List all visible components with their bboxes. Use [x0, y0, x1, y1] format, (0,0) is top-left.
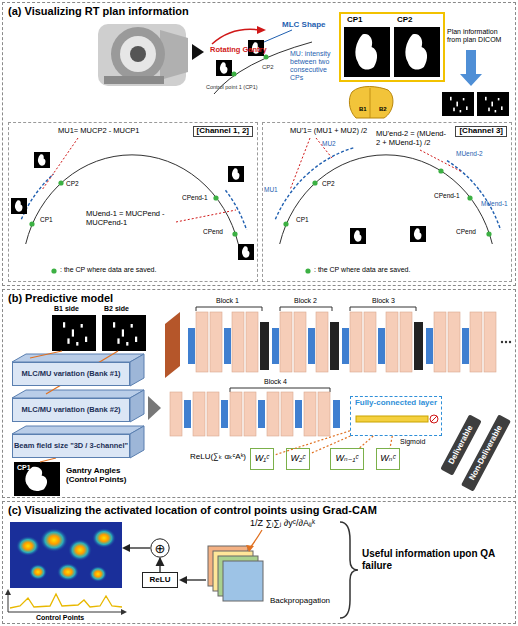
connector: [159, 558, 160, 572]
sum-circle: ⊕: [150, 538, 170, 558]
text-label: Block 1: [216, 297, 239, 305]
input-channel-slab: MLC/MU variation (Bank #2): [12, 398, 130, 422]
text-label: Sigmoid: [400, 438, 425, 446]
text-label: Useful information upon QA failure: [362, 548, 512, 571]
node-text: Fully-connected layer: [351, 399, 441, 408]
text-label: Backpropagation: [270, 596, 330, 605]
text-label: B1 side: [54, 305, 79, 313]
text-label: Gantry Angles (Control Points): [66, 466, 146, 484]
text-label: CP2: [322, 180, 335, 187]
channel-box: [Channel 1, 2]: [8, 122, 258, 282]
text-label: CP2: [262, 64, 274, 71]
weight-box: W₁ᶜ: [250, 448, 274, 470]
node-text: ⊕: [155, 542, 166, 555]
node-text: [Channel 1, 2]: [193, 126, 253, 137]
text-label: MUend-1: [481, 200, 508, 207]
text-label: MU'end-2 = (MUend-2 + MUend-1) /2: [376, 130, 448, 147]
relu-box: ReLU: [142, 572, 178, 588]
weight-box: Wₙᶜ: [376, 448, 400, 470]
weight-box: W₂ᶜ: [286, 448, 310, 470]
text-label: CPend-1: [182, 194, 208, 201]
text-label: B2: [379, 106, 387, 113]
text-label: CPend-1: [434, 192, 460, 199]
connector: [360, 436, 374, 448]
text-label: MU'1= (MU1 + MU2) /2: [290, 127, 367, 136]
text-label: MU1= MUCP2 - MUCP1: [58, 127, 139, 136]
text-label: B2 side: [104, 305, 129, 313]
text-label: Plan information from plan DICOM: [447, 28, 513, 44]
node-text: Wₙ₋₁ᶜ: [336, 454, 359, 464]
node-text: (a) Visualizing RT plan information: [8, 5, 189, 17]
text-label: CP1: [296, 216, 309, 223]
text-label: CP2: [66, 180, 79, 187]
node-text: Deliverable: [447, 424, 475, 466]
text-label: CP2: [397, 15, 413, 24]
node-text: ReLU: [150, 576, 171, 585]
text-label: MU1: [264, 186, 278, 193]
text-label: Block 2: [294, 297, 317, 305]
text-label: B1: [359, 106, 367, 113]
node-text: MLC/MU variation (Bank #1): [21, 370, 120, 378]
node-text: W₂ᶜ: [290, 454, 305, 464]
node-text: [Channel 3]: [455, 126, 507, 137]
text-label: : the CP where data are saved.: [60, 266, 156, 274]
text-label: CPend: [203, 228, 223, 235]
text-label: CP1: [40, 216, 53, 223]
text-label: Block 3: [372, 297, 395, 305]
node-text: (c) Visualizing the activated location o…: [8, 504, 377, 516]
text-label: MUend-1 = MUCPend - MUCPend-1: [86, 210, 178, 227]
circle-shape: [151, 539, 169, 557]
text-label: ReLU(∑ₖ αₖᶜAᵏ): [190, 452, 246, 461]
node-text: MLC/MU variation (Bank #2): [21, 406, 120, 414]
input-channel-slab: MLC/MU variation (Bank #1): [12, 362, 130, 386]
text-label: CP1: [347, 15, 363, 24]
node-text: (b) Predictive model: [8, 292, 113, 304]
node-text: W₁ᶜ: [255, 454, 270, 464]
text-label: : the CP where data are saved.: [314, 266, 410, 274]
connector: [274, 431, 350, 455]
text-label: Rotating Gantry: [210, 46, 267, 55]
text-label: CP1: [17, 464, 31, 472]
connector: [310, 436, 350, 454]
text-label: Control point 1 (CP1): [206, 84, 258, 90]
text-label: 1/Z ∑ᵢ∑ⱼ ∂yᶜ/∂Aᵢⱼᵏ: [250, 518, 315, 528]
text-label: MUend-2: [456, 150, 483, 157]
text-label: CPend: [456, 228, 476, 235]
node-text: Beam field size "3D / 3-channel": [14, 442, 128, 450]
node-text: Wₙᶜ: [380, 454, 395, 464]
connector: [390, 436, 392, 448]
text-label: Block 4: [264, 378, 287, 386]
text-label: Control Points: [36, 614, 84, 622]
weight-box: Wₙ₋₁ᶜ: [330, 448, 364, 470]
panel-frame: (a) Visualizing RT plan information [Chan…: [2, 2, 516, 286]
text-label: MU: intensity between two consecutive CP…: [290, 50, 342, 82]
fc-layer-box: Fully-connected layer: [350, 396, 442, 436]
text-label: MU2: [322, 140, 336, 147]
input-channel-slab: Beam field size "3D / 3-channel": [12, 434, 130, 458]
text-label: MLC Shape: [282, 20, 326, 29]
